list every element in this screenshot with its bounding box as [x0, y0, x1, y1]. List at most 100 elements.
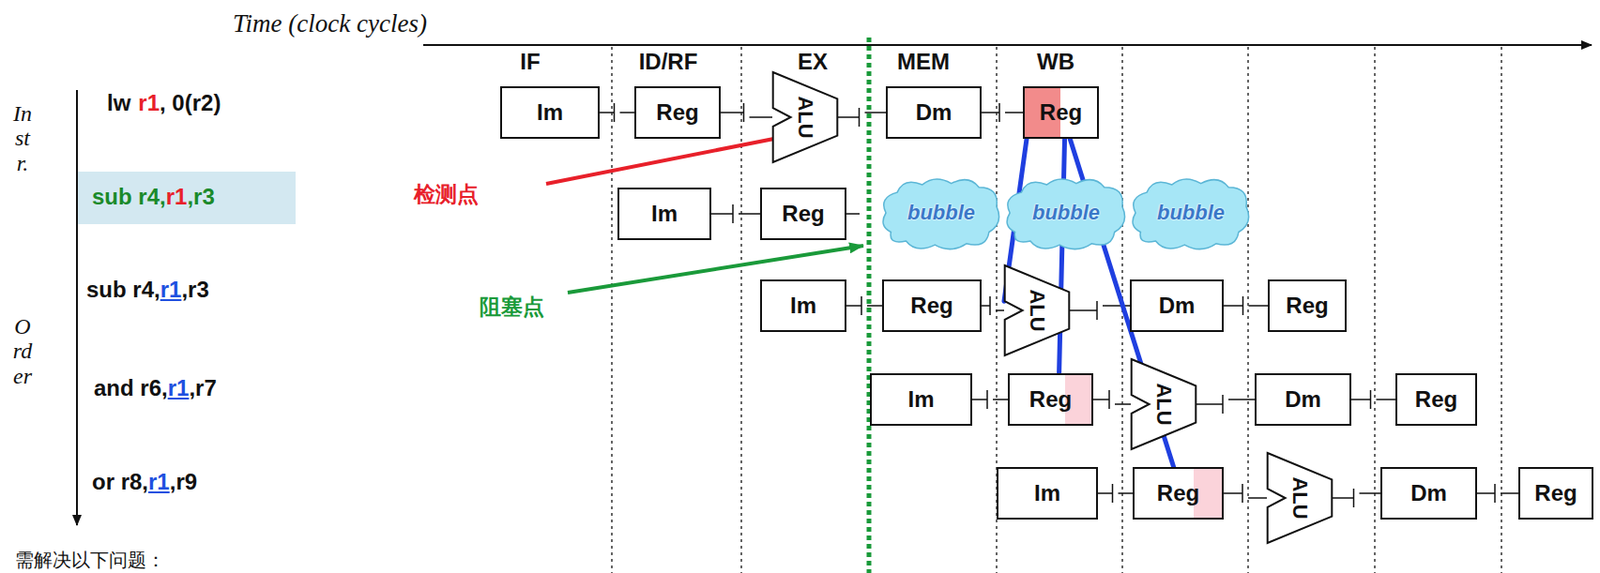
pipeline-latch [1112, 484, 1114, 503]
alu-shape [773, 72, 839, 163]
wire-stub [1477, 492, 1495, 495]
stage-box: Dm [1129, 279, 1224, 333]
cloud-shape [883, 179, 1000, 250]
alu-label: ALU [1287, 476, 1312, 519]
stage-box: Reg [1518, 467, 1594, 520]
wire-stub [1248, 497, 1267, 500]
alu-unit: ALU [1130, 358, 1197, 451]
wire-stub [981, 304, 991, 307]
stage-label: Reg [1415, 386, 1458, 413]
axis-title: Time (clock cycles) [232, 9, 427, 39]
wire-stub [1114, 403, 1131, 406]
stage-label: Dm [1410, 480, 1448, 507]
stage-name: EX [797, 48, 828, 76]
pipeline-latch [743, 103, 746, 122]
stage-label: Reg [910, 292, 953, 320]
stage-label: Reg [781, 200, 824, 228]
wire-stub [1005, 111, 1023, 114]
time-axis [423, 44, 1592, 46]
wire-stub [1097, 492, 1113, 495]
instruction: sub r4,r1,r3 [91, 183, 215, 211]
alu-unit: ALU [1266, 452, 1333, 545]
stage-box: Im [617, 187, 712, 241]
instruction-text: sub r4, [86, 276, 161, 304]
instruction-text: ,r9 [169, 469, 198, 496]
stage-label: Dm [1284, 386, 1322, 413]
pipeline-latch [613, 103, 616, 122]
wire-stub [981, 111, 1000, 114]
stage-label: Reg [1534, 480, 1577, 507]
wire-stub [749, 116, 774, 119]
callout-label: 检测点 [413, 180, 479, 210]
pipeline-latch [731, 204, 734, 224]
instruction-text: lw [106, 90, 131, 117]
stage-label: Reg [1039, 99, 1082, 126]
wire-stub [1118, 492, 1134, 495]
stage-label: Im [1034, 480, 1061, 507]
wire-stub [738, 213, 761, 215]
stage-box: Reg [882, 279, 982, 333]
stage-box: Reg [1132, 467, 1224, 520]
wire-stub [1069, 309, 1098, 312]
detect-arrow [546, 133, 803, 184]
stage-box: Im [996, 467, 1098, 520]
stage-box: Reg [1267, 279, 1347, 333]
wire-stub [599, 111, 615, 114]
bubble-label: bubble [1157, 200, 1225, 226]
wire-stub [620, 111, 636, 114]
register-name: r1 [167, 375, 190, 402]
stage-name: MEM [897, 48, 950, 76]
pipeline-bubble: bubble [878, 174, 1005, 252]
pipeline-latch [1096, 301, 1098, 320]
wire-stub [720, 111, 745, 114]
wire-stub [846, 213, 860, 215]
stage-box: Reg [1007, 373, 1094, 427]
register-name: r1 [166, 183, 188, 211]
instruction: sub r4,r1,r3 [86, 276, 210, 304]
instruction-text: and r6, [93, 375, 168, 402]
wire-stub [846, 304, 862, 307]
instr-order-axis [76, 90, 78, 526]
alu-label: ALU [792, 95, 818, 138]
alu-unit: ALU [1004, 264, 1070, 357]
bubble-label: bubble [1032, 200, 1100, 226]
stage-box: Reg [760, 187, 847, 241]
order-axis-label: Instr. [11, 101, 34, 176]
stage-label: Im [907, 386, 934, 413]
pipeline-latch [1108, 390, 1111, 410]
wire-stub [1332, 497, 1355, 500]
pipeline-latch [1370, 390, 1372, 410]
instruction-text: ,r3 [181, 276, 209, 304]
wire-stub [1223, 492, 1243, 495]
stage-label: Reg [1157, 480, 1200, 507]
wire-stub [1500, 492, 1519, 495]
wire-stub [995, 309, 1005, 312]
pipeline-latch [1221, 395, 1224, 414]
pipeline-latch [860, 296, 863, 316]
stage-label: Reg [1029, 386, 1072, 413]
instruction-text: ,r7 [188, 375, 216, 402]
bubble-label: bubble [907, 200, 976, 226]
wire-stub [1359, 492, 1382, 495]
alu-unit: ALU [772, 71, 839, 164]
stage-box: Dm [1380, 467, 1478, 520]
stage-label: Reg [1285, 292, 1328, 320]
cycle-dividers [611, 46, 1502, 573]
callout-label: 阻塞点 [479, 292, 545, 322]
wire-stub [865, 111, 887, 114]
stage-label: Im [790, 292, 817, 320]
stage-name: IF [519, 48, 540, 76]
instruction-text: , 0(r2) [159, 90, 221, 117]
cycle-divider [1373, 46, 1376, 573]
note-text: 需解决以下问题： [15, 548, 166, 573]
stage-label: Im [536, 99, 564, 126]
register-name: r1 [137, 90, 160, 117]
pipeline-latch [1353, 488, 1356, 508]
cloud-shape [1006, 179, 1125, 250]
stage-box: Dm [1254, 373, 1352, 427]
stage-box: Dm [885, 86, 982, 139]
pipeline-latch [998, 103, 1001, 122]
instruction: lwr1, 0(r2) [106, 90, 221, 117]
cloud-shape [1132, 179, 1250, 250]
